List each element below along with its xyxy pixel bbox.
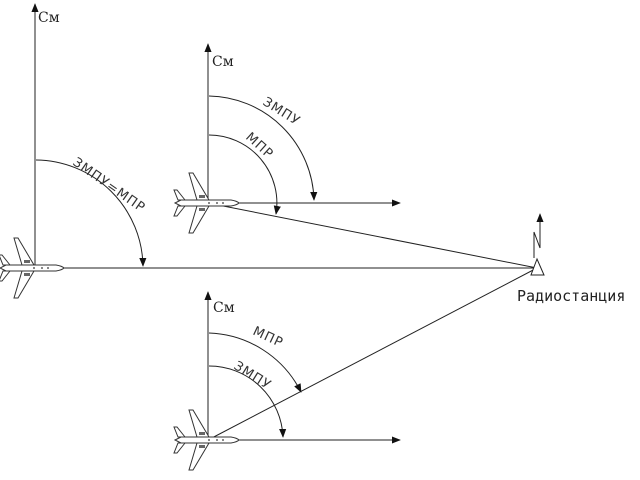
mpr-arc (208, 134, 281, 215)
station-triangle-icon (530, 257, 545, 276)
aircraft-left-of-course-group: См ЗМПУ МПР (173, 43, 538, 269)
station-label: Радиостанция (517, 287, 625, 305)
zmpu-arc (208, 365, 287, 438)
zmpu-label: ЗМПУ (231, 359, 274, 394)
north-axis-label: См (213, 300, 235, 316)
aircraft-icon (173, 409, 240, 471)
mpr-label: МПР (250, 324, 285, 351)
aircraft-right-of-course-group: См МПР ЗМПУ (173, 267, 538, 471)
bearing-line (207, 202, 538, 269)
radio-station: Радиостанция (517, 213, 625, 305)
zmpu-arc (208, 95, 318, 201)
angle-label: ЗМПУ=МПР (70, 155, 148, 216)
north-axis-label: См (212, 54, 234, 70)
bearing-line (207, 267, 538, 441)
mpr-arc (208, 332, 302, 393)
zmpu-label: ЗМПУ (260, 95, 303, 130)
aircraft-icon (0, 237, 65, 299)
north-axis-label: См (38, 10, 60, 26)
aircraft-icon (173, 172, 240, 234)
angle-arc (35, 159, 147, 267)
north-arrow-icon (533, 213, 544, 258)
